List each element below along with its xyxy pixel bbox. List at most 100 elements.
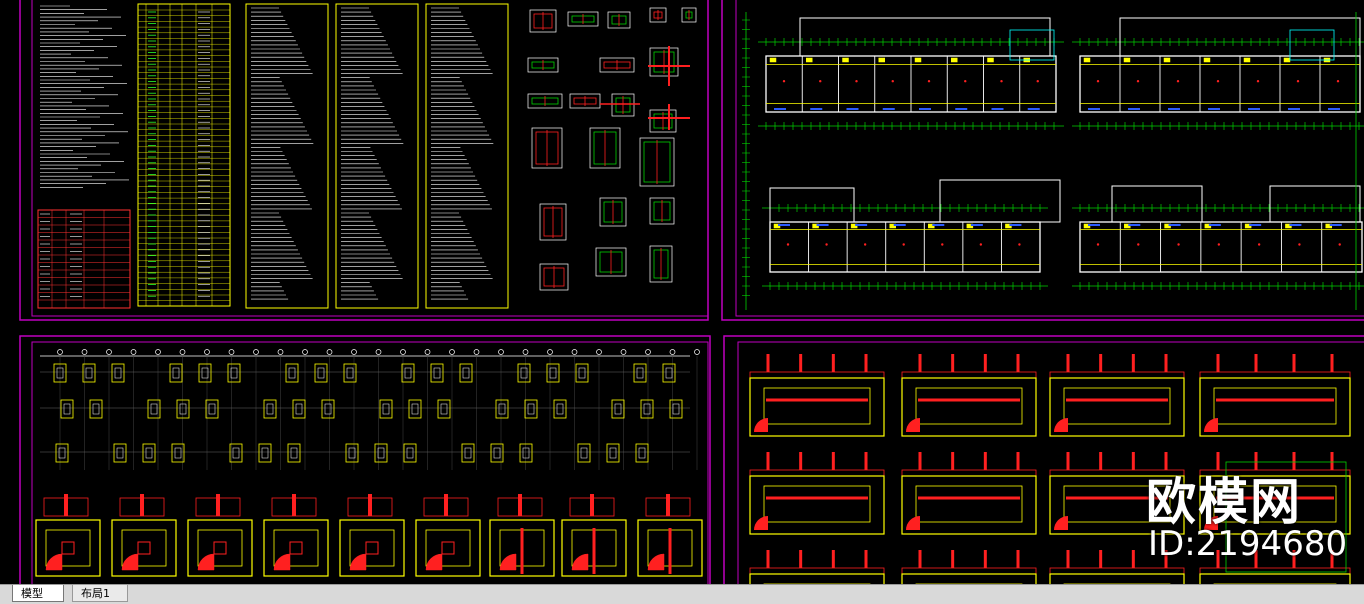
grid-bubble [81,349,88,355]
column-rebar [295,403,303,415]
column-rebar [406,447,414,459]
footing-center [289,541,303,555]
footing-pad [561,519,627,577]
column-outline [113,443,127,463]
tab-model[interactable]: 模型 [12,585,64,602]
column-rebar [493,447,501,459]
detail-outline [611,93,635,117]
column-rebar [636,367,644,379]
column-outline [227,363,241,383]
sheet-frame [721,0,1364,321]
column-outline [147,399,161,419]
footing-dowel [569,497,615,517]
column-outline [198,363,212,383]
column-outline [403,443,417,463]
column-outline [640,399,654,419]
column-outline [662,363,676,383]
grid-bubble [375,349,382,355]
plan-wing [1269,185,1361,223]
grid-bubble [253,349,259,355]
sheet-frame-inner [737,341,1364,584]
plan-wing [1119,17,1361,57]
tab-layout1[interactable]: 布局1 [72,585,128,602]
sheet-frame [723,335,1364,584]
footing-hatch [121,553,139,571]
footing-hatch [349,553,367,571]
grade-beam-cap [749,469,885,477]
grade-beam-hatch [1054,418,1068,432]
grid-bubble [326,349,333,355]
detail-outline [639,137,675,187]
column-mark [769,57,777,63]
detail-outline [569,93,601,109]
column-rebar [56,367,64,379]
detail-outline [599,57,635,73]
grade-beam-hatch [1204,418,1218,432]
grade-beam-pad [1049,377,1185,437]
grade-beam-pad [1199,573,1351,584]
column-outline [611,399,625,419]
column-rebar [462,367,470,379]
grid-bubble [400,349,406,355]
grade-beam-cap [901,567,1037,575]
column-outline [321,399,335,419]
column-rebar [290,447,298,459]
detail-outline [595,247,627,277]
room-tag [902,243,905,246]
column-rebar [527,403,535,415]
column-mark [1283,57,1291,63]
column-rebar [261,447,269,459]
footing-pad [637,519,703,577]
room-tag [1336,80,1340,83]
room-tag [1216,80,1220,83]
column-outline [89,399,103,419]
column-outline [519,443,533,463]
grade-beam-pad [901,475,1037,535]
grid-bubble [473,349,480,355]
grade-beam-hatch [754,418,768,432]
column-mark [987,57,994,63]
room-tag [863,243,867,246]
grid-bubble [498,349,504,355]
column-outline [171,443,185,463]
grid-bubble [669,349,676,355]
footing-inner [121,529,167,567]
column-outline [292,399,306,419]
column-rebar [346,367,354,379]
column-rebar [580,447,588,459]
footing-pad [111,519,177,577]
detail-outline [589,127,621,169]
room-tag [1298,243,1301,246]
column-rebar [464,447,472,459]
column-outline [490,443,504,463]
plan-wing [769,187,855,223]
cad-model-space[interactable]: 欧模网 ID:2194680 [0,0,1364,584]
column-outline [60,399,74,419]
column-outline [205,399,219,419]
column-outline [606,443,620,463]
footing-center [61,541,75,555]
grid-bubble [204,349,210,355]
column-rebar [411,403,419,415]
column-outline [669,399,683,419]
room-tag [1096,80,1100,83]
column-rebar [556,403,564,415]
room-tag [1000,80,1003,83]
column-rebar [609,447,617,459]
plan-wing [1111,185,1203,223]
column-mark [1083,57,1091,63]
room-tag [786,243,790,246]
grade-beam-cap [749,371,885,379]
stair-core [1289,29,1335,61]
footing-dowel [497,497,543,517]
grid-bubble [522,349,529,355]
detail-outline [567,11,599,27]
grade-beam-inner [1213,387,1337,425]
grade-beam-cap [1199,371,1351,379]
column-rebar [377,447,385,459]
column-outline [111,363,125,383]
grid-bubble [130,349,137,355]
footing-hatch [45,553,63,571]
cad-drawing[interactable] [0,0,1364,584]
footing-pad [415,519,481,577]
